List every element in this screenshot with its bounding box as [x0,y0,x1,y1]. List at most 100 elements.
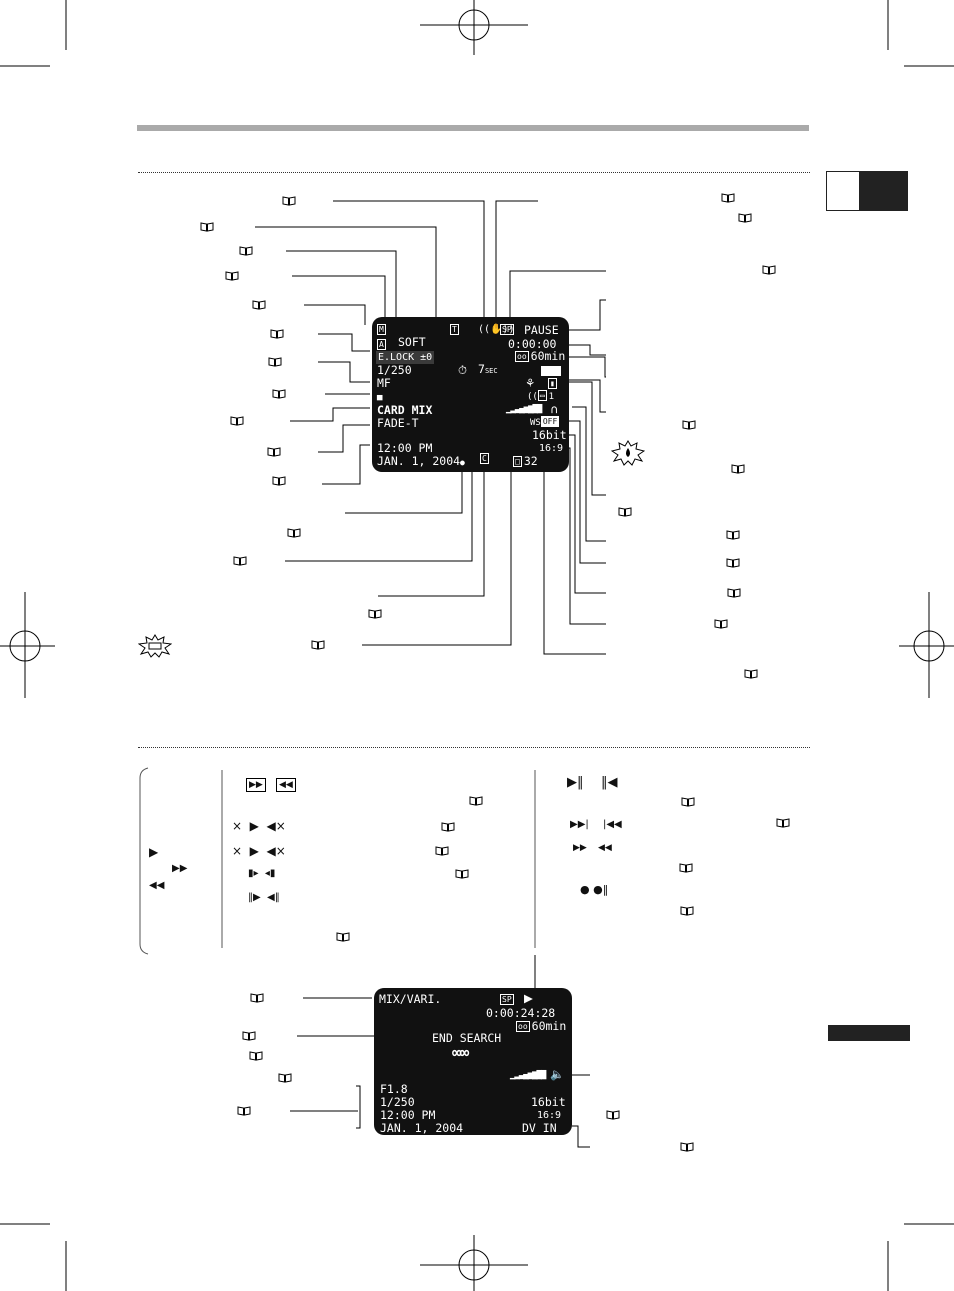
pause-reverse-symbol: ‖◀ [601,775,618,790]
book-icon [680,906,694,916]
skip-back-symbol: |◀◀ [603,819,622,830]
book-icon [776,818,790,828]
book-icon [270,329,284,339]
tape-icon: oo [516,1021,530,1032]
program-ae-icon: ▄ [377,391,383,401]
book-icon [731,464,745,474]
aspect-ratio: 16:9 [537,1110,562,1121]
fast-forward-symbol: ▶▶ [172,863,188,874]
variable-speed-row-1: × ▶ ◀× [232,819,286,833]
book-icon [272,389,286,399]
rew-button-icon: ◀◀ [276,778,296,792]
book-icon [242,1031,256,1041]
book-icon [311,640,325,650]
book-icon [682,420,696,430]
book-icon [441,822,455,832]
audio-bit-mode: 16bit [532,428,567,442]
tape-icon: oo [515,351,529,362]
mix-vari-label: MIX/VARI. [379,992,442,1006]
auto-mode-icon: A [377,339,386,350]
sp-badge: SP [500,994,514,1005]
book-icon [618,507,632,517]
book-icon [680,1142,694,1152]
frame-advance-row: ‖▶ ◀‖ [248,892,280,903]
sp-badge: SP [500,324,514,335]
aperture-value: F1.8 [380,1082,408,1096]
book-icon [239,246,253,256]
clock-time: 12:00 PM [377,441,433,455]
registration-mark-top [420,0,528,55]
date: JAN. 1, 2004 [377,454,461,468]
exposure-lock-label: E.LOCK ±0 [376,351,435,364]
registration-mark-bottom [420,1235,528,1291]
play-indicator: ▶ [524,991,533,1005]
rewind-symbol: ◀◀ [149,880,165,891]
volume-bars: ▁▂▃▄▅▆▇▇ [510,1070,546,1080]
mode-indicator-icon: M [377,324,386,335]
book-icon [435,846,449,856]
book-icon [267,447,281,457]
book-icon [272,476,286,486]
registration-mark-left [0,592,55,698]
ff-button-icon: ▶▶ [246,778,266,792]
book-icon [230,416,244,426]
zoom-telephoto-icon: T [450,324,459,335]
book-icon [368,609,382,619]
skip-forward-symbol: ▶▶| [570,819,589,830]
play-symbol: ▶ [149,845,159,859]
book-icon [278,1073,292,1083]
image-stabilizer-icon: ((✋)) [478,324,515,335]
book-icon [606,1110,620,1120]
headphone-icon: ∩ [550,402,559,416]
book-icon [738,213,752,223]
book-icon [727,588,741,598]
ff-symbol: ▶▶ [573,843,587,853]
side-tab-bottom [828,1025,910,1041]
slow-motion-row: ▮▸ ◂▮ [248,868,276,879]
aspect-ratio: 16:9 [539,443,564,454]
book-icon [200,222,214,232]
fade-label: FADE-T [377,416,419,430]
mic-level-indicator: ((▭1 [527,390,555,402]
record-dot-icon: ● [460,458,465,467]
self-timer-sec: 7SEC [478,362,498,376]
end-search-icon: ∞∞ [452,1043,469,1062]
book-icon [726,530,740,540]
pause-label: PAUSE [524,323,559,337]
shutter-speed: 1/250 [377,363,412,377]
registration-mark-right [899,592,954,698]
play-pause-symbol: ▶‖ [567,775,584,790]
book-icon [250,993,264,1003]
audio-bit-mode: 16bit [531,1095,566,1109]
book-icon [287,528,301,538]
focus-mode: MF [377,376,391,390]
book-icon [726,558,740,568]
end-search-label: END SEARCH [432,1031,502,1045]
time-code: 0:00:00 [508,337,557,351]
book-icon [252,300,266,310]
clock-time: 12:00 PM [380,1108,436,1122]
side-tab-dark [860,171,908,211]
condensation-warning-icon [611,440,645,466]
book-icon [679,863,693,873]
speaker-icon: 🔈 [550,1067,565,1081]
book-icon [237,1106,251,1116]
variable-speed-row-2: × ▶ ◀× [232,844,286,858]
playback-timecode: 0:00:24:28 [486,1006,556,1020]
book-icon [455,869,469,879]
book-icon [469,796,483,806]
memory-card-icon: ▮ [548,378,557,389]
section-divider-middle [138,747,810,748]
book-icon [762,265,776,275]
rew-symbol: ◀◀ [598,843,612,853]
shutter-speed: 1/250 [380,1095,415,1109]
battery-icon [541,366,561,376]
book-icon [249,1051,263,1061]
book-icon [233,556,247,566]
soft-label: SOFT [398,335,426,349]
card-icon: □ [513,456,522,467]
